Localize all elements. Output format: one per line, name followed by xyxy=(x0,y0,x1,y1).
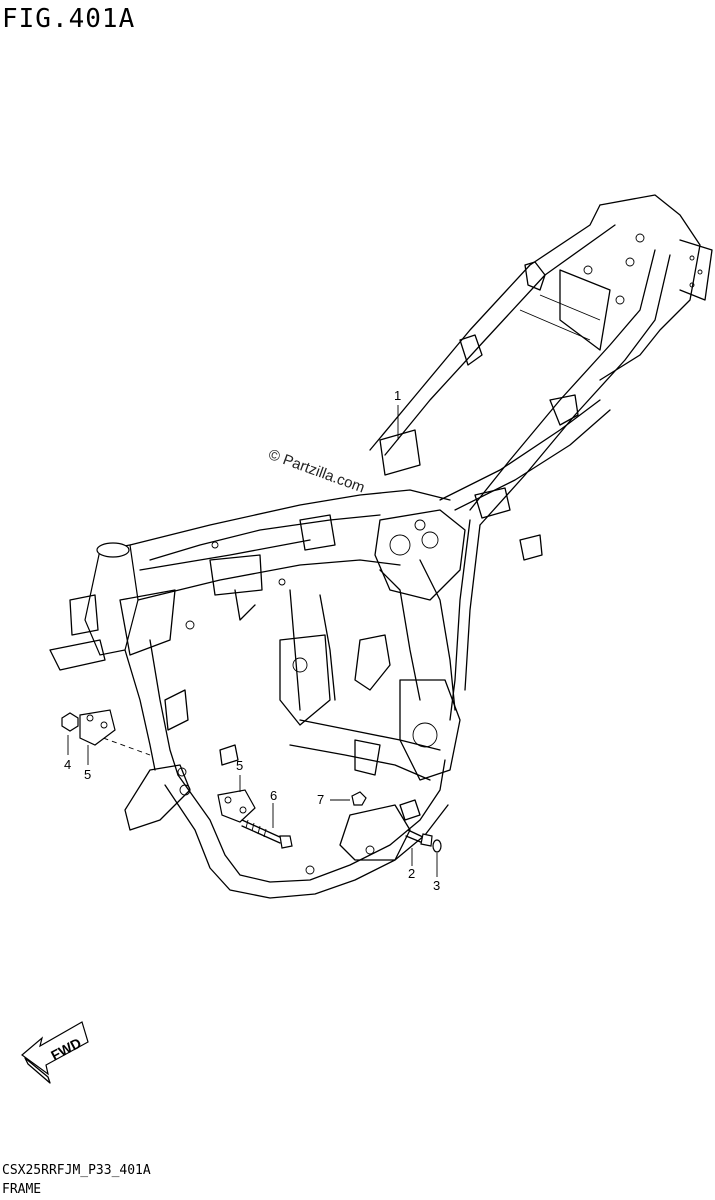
callout-2: 2 xyxy=(408,866,416,881)
part-5-plate-left xyxy=(79,709,116,746)
callout-1: 1 xyxy=(394,388,402,403)
callout-5-right: 5 xyxy=(236,758,244,773)
part-5-plate-right xyxy=(217,789,256,823)
part-4-nut xyxy=(61,712,79,732)
figure-title: FIG.401A xyxy=(2,4,136,34)
main-frame xyxy=(49,399,611,899)
callout-4: 4 xyxy=(64,757,72,772)
diagram-caption: FRAME xyxy=(2,1182,42,1197)
fwd-arrow-icon: FWD xyxy=(21,1021,89,1084)
callout-6: 6 xyxy=(270,788,278,803)
part-3-washer xyxy=(432,839,442,853)
leader-lines xyxy=(67,405,438,877)
callout-5-left: 5 xyxy=(84,767,92,782)
part-6-bolt xyxy=(241,819,283,839)
callout-3: 3 xyxy=(433,878,441,893)
exploded-parts xyxy=(61,709,442,853)
rear-subframe xyxy=(369,194,713,561)
diagram-code: CSX25RRFJM_P33_401A xyxy=(2,1163,151,1178)
callout-7: 7 xyxy=(317,792,325,807)
part-7-nut xyxy=(351,791,367,806)
